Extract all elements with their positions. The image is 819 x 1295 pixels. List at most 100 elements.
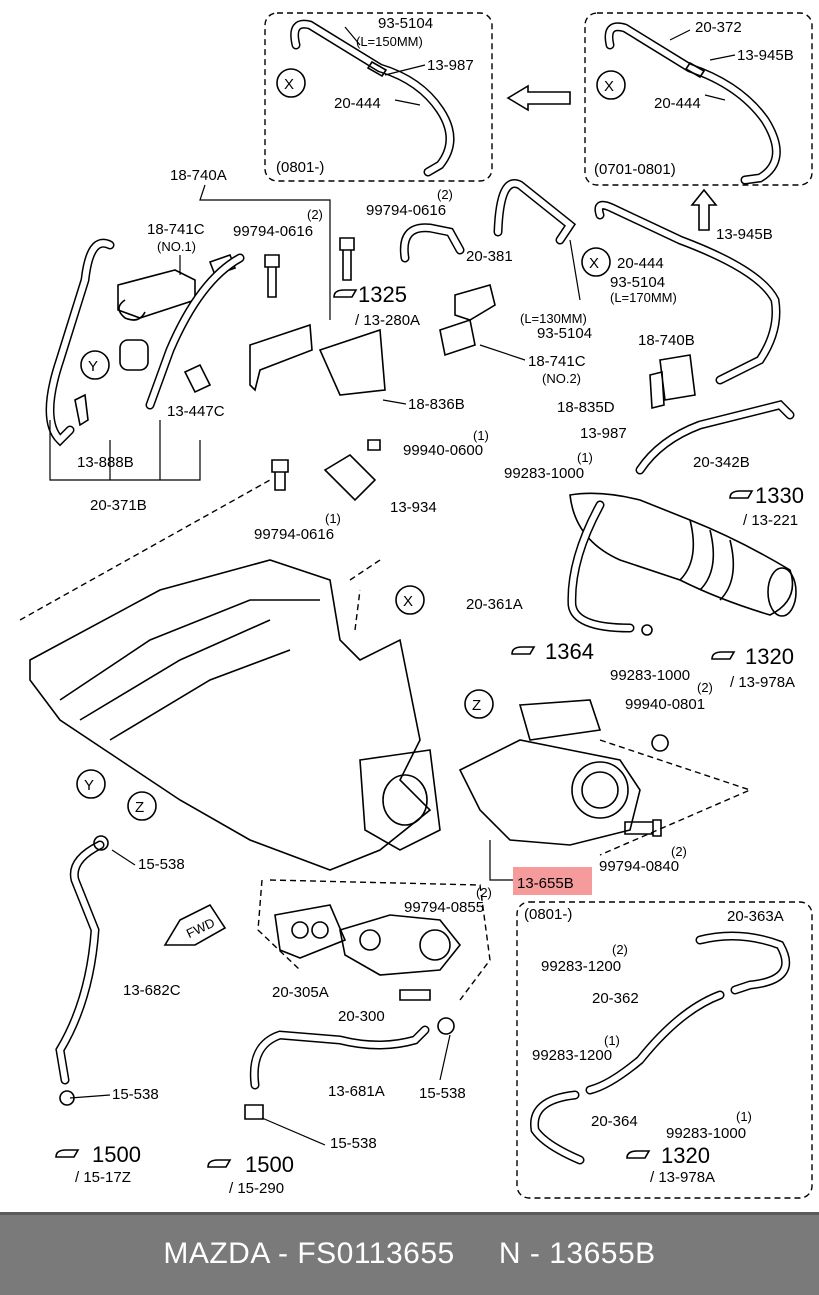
label-2-a: (2) xyxy=(307,207,323,222)
label-1-c: (1) xyxy=(325,511,341,526)
label-93-5104-mid: 93-5104 xyxy=(537,325,592,342)
ref-1330: 1330 xyxy=(755,483,804,508)
callout-z-2: Z xyxy=(472,697,481,714)
label-2-b: (2) xyxy=(437,187,453,202)
detail-box-top-left xyxy=(264,12,493,182)
label-99794-0616-b: 99794-0616 xyxy=(366,202,446,219)
label-13-221: / 13-221 xyxy=(743,512,798,529)
label-0701-0801: (0701-0801) xyxy=(594,161,676,178)
label-18-740b: 18-740B xyxy=(638,332,695,349)
detail-box-bottom-right xyxy=(516,901,813,1199)
label-13-682c: 13-682C xyxy=(123,982,181,999)
ref-1500-a: 1500 xyxy=(92,1142,141,1167)
label-99283-1000-c: 99283-1000 xyxy=(666,1125,746,1142)
label-15-538-b: 15-538 xyxy=(112,1086,159,1103)
label-99283-1000-b: 99283-1000 xyxy=(610,667,690,684)
label-20-372: 20-372 xyxy=(695,19,742,36)
footer-part-number: MAZDA - FS0113655 N - 13655B xyxy=(163,1237,656,1270)
label-99940-0600: 99940-0600 xyxy=(403,442,483,459)
label-13-987-top: 13-987 xyxy=(427,57,474,74)
label-99794-0840: 99794-0840 xyxy=(599,858,679,875)
detail-box-top-right xyxy=(584,12,813,186)
callout-x-1: X xyxy=(284,76,294,93)
label-0801-top: (0801-) xyxy=(276,159,324,176)
label-99283-1000-a: 99283-1000 xyxy=(504,465,584,482)
label-15-538-a: 15-538 xyxy=(138,856,185,873)
label-fwd: FWD xyxy=(184,915,217,941)
label-99794-0616-a: 99794-0616 xyxy=(233,223,313,240)
label-2-h: (2) xyxy=(612,942,628,957)
label-15-290: / 15-290 xyxy=(229,1180,284,1197)
label-20-362: 20-362 xyxy=(592,990,639,1007)
label-150mm: (L=150MM) xyxy=(356,34,423,49)
callout-z-1: Z xyxy=(135,799,144,816)
label-13-978a-b: / 13-978A xyxy=(650,1169,715,1186)
footer-bar: MAZDA - FS0113655 N - 13655B xyxy=(0,1212,819,1295)
callout-y-2: Y xyxy=(84,777,94,794)
fwd-arrow xyxy=(163,903,227,946)
label-99794-0855: 99794-0855 xyxy=(404,899,484,916)
label-no1: (NO.1) xyxy=(157,239,196,254)
label-13-681a: 13-681A xyxy=(328,1083,385,1100)
label-15-17z: / 15-17Z xyxy=(75,1169,131,1186)
callout-x-3: X xyxy=(589,255,599,272)
label-20-305a: 20-305A xyxy=(272,984,329,1001)
ref-1320-a: 1320 xyxy=(745,644,794,669)
label-93-5104-right: 93-5104 xyxy=(610,274,665,291)
label-13-934: 13-934 xyxy=(390,499,437,516)
label-20-444-left: 20-444 xyxy=(334,95,381,112)
label-20-361a: 20-361A xyxy=(466,596,523,613)
up-arrow xyxy=(690,188,718,231)
label-18-741c-b: 18-741C xyxy=(528,353,586,370)
label-13-280a: / 13-280A xyxy=(355,312,420,329)
direction-arrow xyxy=(506,84,571,112)
label-20-381: 20-381 xyxy=(466,248,513,265)
label-20-300: 20-300 xyxy=(338,1008,385,1025)
callout-x-4: X xyxy=(403,593,413,610)
ref-1364: 1364 xyxy=(545,639,594,664)
label-20-371b: 20-371B xyxy=(90,497,147,514)
ref-1325: 1325 xyxy=(358,282,407,307)
label-20-342b: 20-342B xyxy=(693,454,750,471)
label-99794-0616-c: 99794-0616 xyxy=(254,526,334,543)
label-1-d: (1) xyxy=(577,450,593,465)
label-20-444-right: 20-444 xyxy=(654,95,701,112)
ref-1500-b: 1500 xyxy=(245,1152,294,1177)
label-13-987-mid: 13-987 xyxy=(580,425,627,442)
label-93-5104-top: 93-5104 xyxy=(378,15,433,32)
throttle-body xyxy=(458,699,641,846)
label-1-i: (1) xyxy=(604,1033,620,1048)
label-13-945b-mid: 13-945B xyxy=(716,226,773,243)
label-0801-bottom: (0801-) xyxy=(524,906,572,923)
label-18-741c: 18-741C xyxy=(147,221,205,238)
callout-x-2: X xyxy=(604,78,614,95)
callout-y-1: Y xyxy=(88,358,98,375)
label-18-740a: 18-740A xyxy=(170,167,227,184)
label-1-a: (1) xyxy=(473,428,489,443)
label-18-835d: 18-835D xyxy=(557,399,615,416)
label-13-945b-top: 13-945B xyxy=(737,47,794,64)
label-13-655b: 13-655B xyxy=(517,875,574,892)
callout-x-circle-2 xyxy=(596,70,626,100)
label-99940-0801: 99940-0801 xyxy=(625,696,705,713)
label-15-538-c: 15-538 xyxy=(419,1085,466,1102)
label-99283-1200-b: 99283-1200 xyxy=(532,1047,612,1064)
ref-1320-b: 1320 xyxy=(661,1143,710,1168)
label-1-j: (1) xyxy=(736,1109,752,1124)
label-no2: (NO.2) xyxy=(542,371,581,386)
label-2-e: (2) xyxy=(697,680,713,695)
callout-x-circle xyxy=(276,68,306,98)
label-2-f: (2) xyxy=(671,844,687,859)
parts-diagram: 93-5104 (L=150MM) 13-987 20-444 (0801-) … xyxy=(19,12,813,1199)
label-170mm: (L=170MM) xyxy=(610,290,677,305)
label-20-364: 20-364 xyxy=(591,1113,638,1130)
label-20-444-mid: 20-444 xyxy=(617,255,664,272)
label-18-836b: 18-836B xyxy=(408,396,465,413)
label-13-888b: 13-888B xyxy=(77,454,134,471)
label-2-g: (2) xyxy=(476,885,492,900)
label-99283-1200-a: 99283-1200 xyxy=(541,958,621,975)
label-15-538-d: 15-538 xyxy=(330,1135,377,1152)
label-13-447c: 13-447C xyxy=(167,403,225,420)
label-130mm: (L=130MM) xyxy=(520,311,587,326)
highlight-box xyxy=(513,867,592,895)
